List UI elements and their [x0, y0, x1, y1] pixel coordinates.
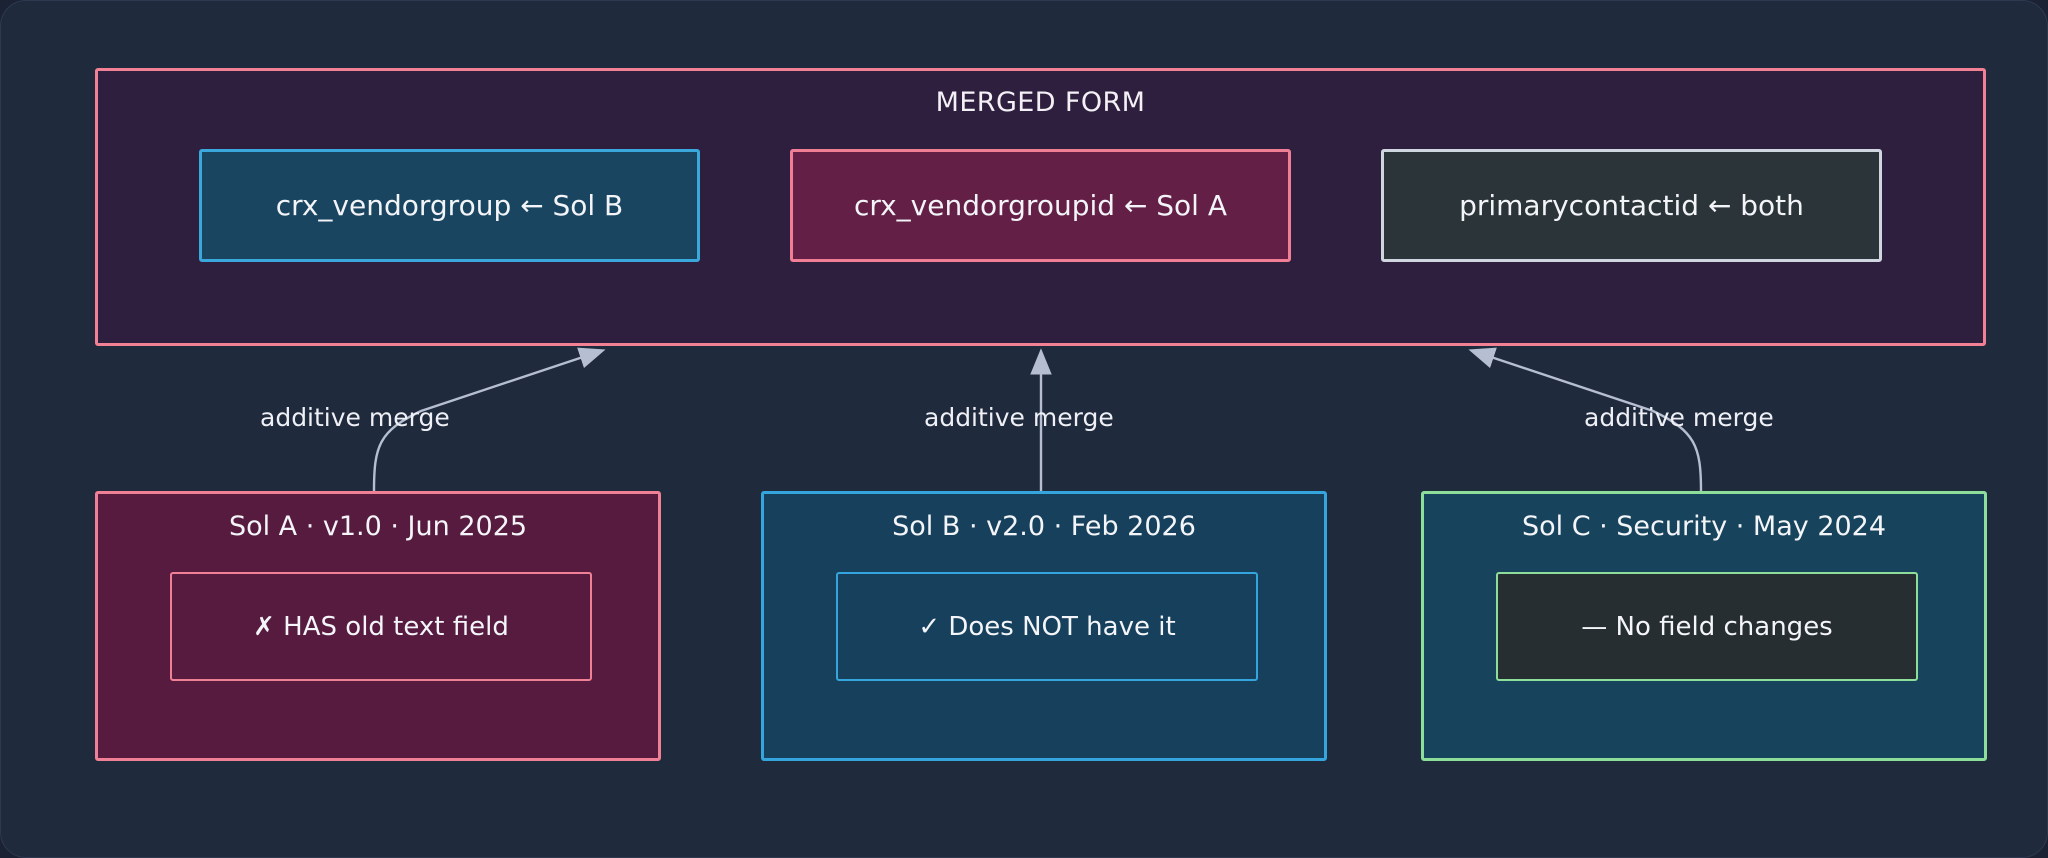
source-box-sol-c[interactable]: Sol C · Security · May 2024 — No field c…: [1421, 491, 1987, 761]
source-title-sol-b: Sol B · v2.0 · Feb 2026: [892, 511, 1196, 542]
source-box-sol-b[interactable]: Sol B · v2.0 · Feb 2026 ✓ Does NOT have …: [761, 491, 1327, 761]
source-status-sol-c: — No field changes: [1496, 572, 1918, 681]
edge-label-sol-c: additive merge: [1584, 403, 1774, 432]
merged-field-row: crx_vendorgroup ← Sol B crx_vendorgroupi…: [98, 149, 1983, 262]
edge-label-sol-a: additive merge: [260, 403, 450, 432]
source-status-sol-a: ✗ HAS old text field: [170, 572, 592, 681]
edge-label-sol-b: additive merge: [924, 403, 1114, 432]
merged-field-crx-vendorgroup[interactable]: crx_vendorgroup ← Sol B: [199, 149, 700, 262]
source-box-sol-a[interactable]: Sol A · v1.0 · Jun 2025 ✗ HAS old text f…: [95, 491, 661, 761]
source-title-sol-c: Sol C · Security · May 2024: [1521, 511, 1887, 542]
source-title-sol-a: Sol A · v1.0 · Jun 2025: [228, 511, 528, 542]
merged-form-title: MERGED FORM: [935, 87, 1146, 118]
source-status-sol-b: ✓ Does NOT have it: [836, 572, 1258, 681]
merged-field-crx-vendorgroupid[interactable]: crx_vendorgroupid ← Sol A: [790, 149, 1291, 262]
merged-field-primarycontactid[interactable]: primarycontactid ← both: [1381, 149, 1882, 262]
merged-form-container[interactable]: MERGED FORM crx_vendorgroup ← Sol B crx_…: [95, 68, 1986, 346]
